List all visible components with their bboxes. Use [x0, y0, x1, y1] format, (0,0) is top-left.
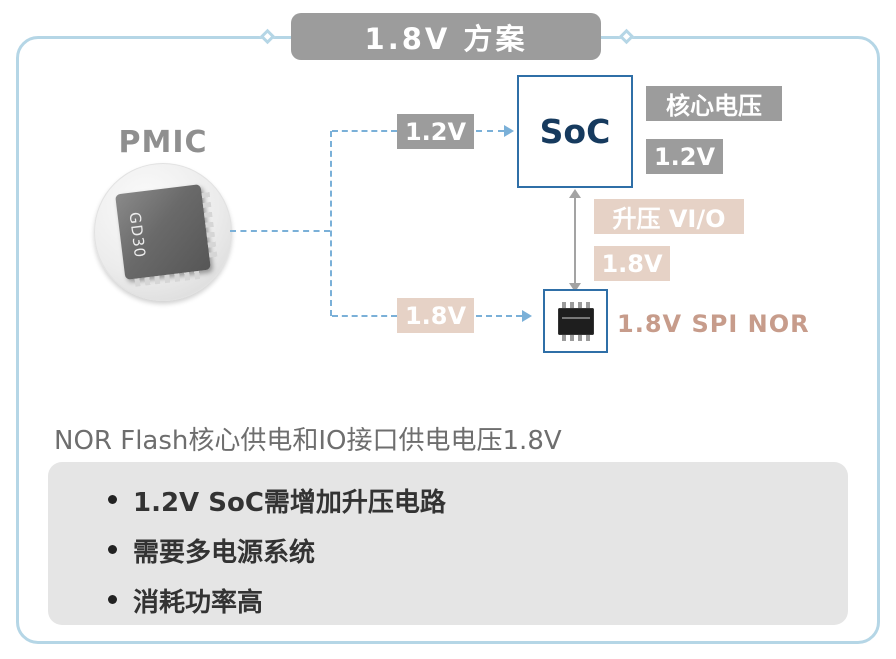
note-text: 1.2V SoC需增加升压电路 [133, 488, 446, 518]
arrow-up-icon [569, 189, 581, 198]
page-title: 1.8V 方案 [291, 13, 601, 60]
notes-list: 1.2V SoC需增加升压电路 需要多电源系统 消耗功率高 [108, 482, 818, 619]
note-text: 需要多电源系统 [133, 538, 316, 568]
core-voltage-label: 核心电压 [646, 86, 782, 121]
soc-nor-arrow-line [574, 197, 576, 283]
core-voltage-value: 1.2V [646, 139, 723, 174]
boost-io-value: 1.8V [594, 246, 670, 281]
nor-flash-box [543, 289, 608, 353]
line-to-1v2-tag [332, 130, 397, 132]
bullet-icon [108, 545, 117, 554]
pmic-branch-vertical-line [330, 131, 332, 316]
list-item: 消耗功率高 [108, 582, 818, 619]
soc-box: SoC [517, 75, 633, 188]
line-1v8-to-nor [476, 315, 522, 317]
pmic-branch-stub-line [230, 230, 330, 232]
nor-flash-label: 1.8V SPI NOR [617, 310, 810, 338]
note-text: 消耗功率高 [133, 588, 264, 618]
pmic-circle: GD30 [94, 163, 232, 301]
arrowhead-to-nor-icon [522, 310, 532, 322]
line-1v2-to-soc [476, 130, 504, 132]
nor-chip-marking [561, 316, 590, 319]
notes-panel: 1.2V SoC需增加升压电路 需要多电源系统 消耗功率高 [48, 462, 848, 625]
pmic-chip-text: GD30 [125, 211, 150, 260]
list-item: 需要多电源系统 [108, 532, 818, 569]
arrowhead-to-soc-icon [504, 125, 514, 137]
arrow-down-icon [569, 283, 581, 292]
pmic-label: PMIC [118, 125, 208, 160]
line-to-1v8-tag [332, 315, 397, 317]
boost-io-label: 升压 VI/O [594, 199, 744, 234]
rail-tag-1v8: 1.8V [397, 298, 474, 333]
rail-tag-1v2: 1.2V [397, 114, 474, 149]
pmic-chip-icon: GD30 [115, 184, 211, 280]
nor-chip-icon [557, 301, 594, 341]
caption-text: NOR Flash核心供电和IO接口供电电压1.8V [54, 426, 562, 456]
bullet-icon [108, 595, 117, 604]
bullet-icon [108, 495, 117, 504]
list-item: 1.2V SoC需增加升压电路 [108, 482, 818, 519]
